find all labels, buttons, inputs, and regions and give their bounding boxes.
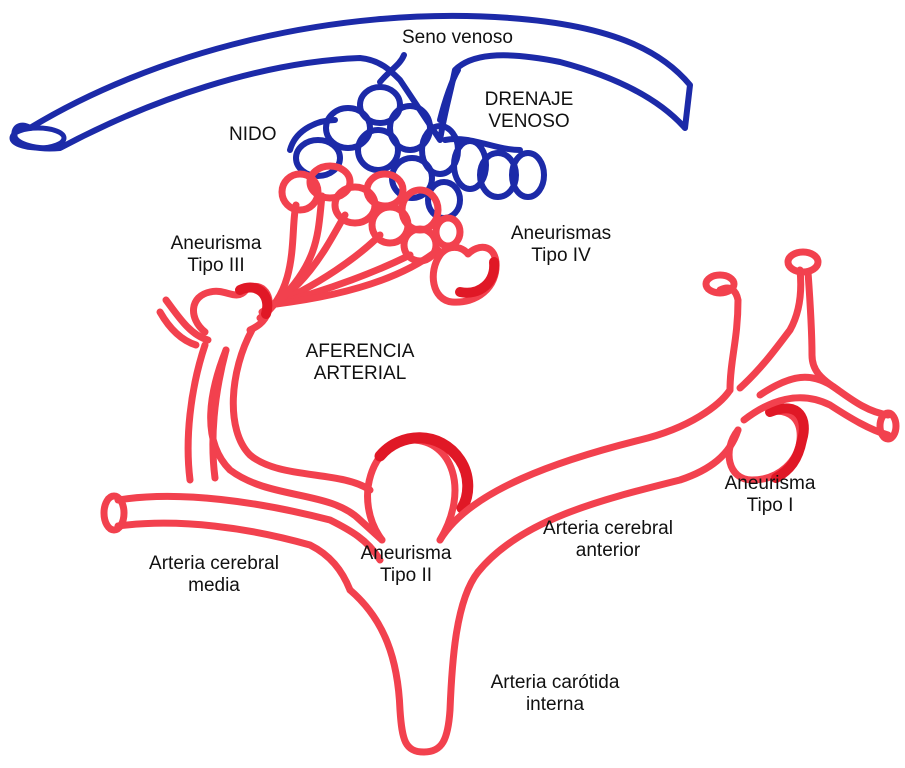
label-arteria-carotida-interna: Arteria carótida interna [470, 672, 640, 716]
internal-carotid-artery [346, 568, 482, 756]
label-aneurismas-tipo-iv: Aneurismas Tipo IV [496, 223, 626, 267]
label-aneurismas-tipo-iv-line1: Aneurismas [510, 223, 612, 244]
label-nido: NIDO [229, 124, 277, 145]
acoa-end-right [784, 248, 822, 276]
middle-cerebral-artery [114, 492, 384, 564]
afferent-branches [256, 192, 442, 322]
label-aneurisma-tipo-iii-line2: Tipo III [187, 255, 245, 276]
arterial-system [100, 162, 900, 756]
venous-system [9, 13, 693, 221]
label-arteria-cerebral-media-line2: media [188, 575, 240, 596]
label-aferencia-arterial: AFERENCIA ARTERIAL [290, 341, 430, 385]
afferent-artery [207, 346, 386, 544]
label-arteria-cerebral-anterior: Arteria cerebral anterior [528, 518, 688, 562]
label-aneurisma-tipo-i-line1: Aneurisma [724, 473, 816, 494]
label-aneurisma-tipo-i-line2: Tipo I [746, 495, 794, 516]
label-aneurisma-tipo-ii-line1: Aneurisma [360, 543, 452, 564]
label-aneurisma-tipo-ii: Aneurisma Tipo II [346, 543, 466, 587]
label-aneurisma-tipo-i: Aneurisma Tipo I [710, 473, 830, 517]
label-drenaje-venoso-line1: DRENAJE [484, 89, 574, 110]
label-seno-venoso: Seno venoso [402, 27, 513, 48]
venous-sinus [11, 13, 693, 152]
nidus-venous-cells [287, 52, 547, 221]
anterior-cerebral-artery [436, 386, 734, 544]
label-arteria-cerebral-media: Arteria cerebral media [134, 553, 294, 597]
label-arteria-cerebral-anterior-line2: anterior [575, 540, 641, 561]
acoa-end-left [702, 271, 738, 297]
label-aferencia-arterial-line2: ARTERIAL [313, 363, 407, 384]
label-arteria-carotida-interna-line2: interna [525, 694, 585, 715]
label-drenaje-venoso-line2: VENOSO [488, 111, 570, 132]
label-aneurisma-tipo-iii-line1: Aneurisma [170, 233, 262, 254]
mca-end [100, 492, 128, 534]
acoa-end-lateral [876, 409, 900, 443]
label-aneurisma-tipo-ii-line2: Tipo II [379, 565, 433, 586]
label-drenaje-venoso: DRENAJE VENOSO [474, 89, 584, 133]
label-aferencia-arterial-line1: AFERENCIA [305, 341, 415, 362]
label-arteria-cerebral-media-line1: Arteria cerebral [149, 553, 279, 574]
label-arteria-cerebral-anterior-line1: Arteria cerebral [543, 518, 673, 539]
label-aneurisma-tipo-iii: Aneurisma Tipo III [161, 233, 271, 277]
venous-sinus-end [9, 125, 67, 151]
label-aneurismas-tipo-iv-line2: Tipo IV [531, 245, 591, 266]
label-arteria-carotida-interna-line1: Arteria carótida [490, 672, 620, 693]
